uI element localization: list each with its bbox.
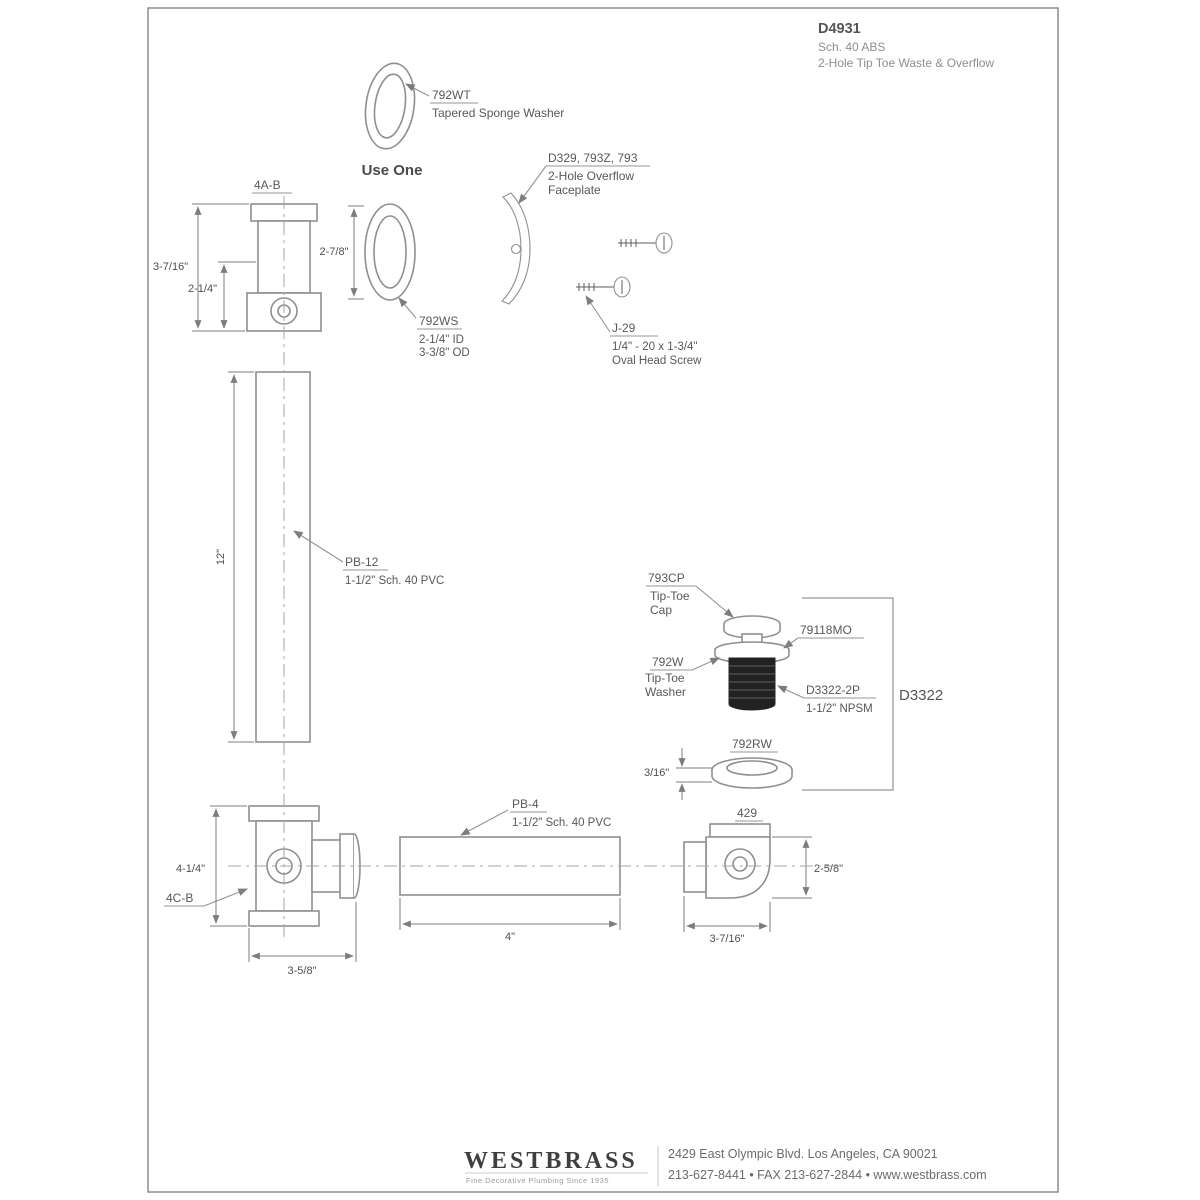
- drain-body-label: D3322-2P 1-1/2" NPSM: [777, 683, 876, 715]
- sponge-washer-drawing: [364, 62, 416, 150]
- overflow-washer-label: 792WS 2-1/4" ID 3-3/8" OD: [398, 297, 470, 359]
- drain-body-spec: 1-1/2" NPSM: [806, 703, 873, 715]
- sponge-washer-code: 792WT: [432, 88, 471, 102]
- rubber-washer-dim: 3/16": [644, 767, 669, 779]
- screw-code: J-29: [612, 321, 636, 335]
- rubber-washer-label: 792RW: [730, 737, 778, 753]
- rubber-washer-code: 792RW: [732, 737, 772, 751]
- pipe-4-spec: 1-1/2" Sch. 40 PVC: [512, 817, 611, 829]
- sponge-washer-label: 792WT Tapered Sponge Washer: [405, 83, 564, 120]
- overflow-washer-od: 3-3/8" OD: [419, 347, 470, 359]
- stopper-code: 79118MO: [800, 623, 852, 637]
- page-border: [147, 7, 1059, 1193]
- drain-body-drawing: [728, 657, 776, 711]
- waste-elbow-width-dim: 3-7/16": [709, 933, 744, 945]
- tiptoe-cap-name-1: Tip-Toe: [650, 589, 690, 603]
- faceplate-name-1: 2-Hole Overflow: [548, 169, 634, 183]
- tiptoe-washer-name-2: Washer: [645, 685, 686, 699]
- waste-elbow-drawing: [683, 823, 771, 899]
- pipe-12-spec: 1-1/2" Sch. 40 PVC: [345, 575, 444, 587]
- overflow-washer-drawing: [364, 203, 416, 301]
- use-one-note: Use One: [362, 162, 423, 179]
- pipe-12-label: PB-12 1-1/2" Sch. 40 PVC: [293, 530, 444, 587]
- brand-tagline: Fine Decorative Plumbing Since 1935: [466, 1176, 609, 1185]
- overflow-washer-id: 2-1/4" ID: [419, 334, 464, 346]
- overflow-elbow-height-dim: 3-7/16": [153, 261, 188, 273]
- tiptoe-washer-name-1: Tip-Toe: [645, 671, 685, 685]
- waste-elbow-height-dim: 2-5/8": [814, 863, 843, 875]
- pipe-4-code: PB-4: [512, 797, 539, 811]
- tee-label: 4C-B: [164, 888, 248, 907]
- drain-assembly-bracket: D3322: [802, 597, 943, 791]
- tee-height-dim: 4-1/4": [176, 863, 205, 875]
- sponge-washer-name: Tapered Sponge Washer: [432, 106, 564, 120]
- pipe-12-dimension: 12": [215, 371, 254, 743]
- waste-elbow-code: 429: [737, 806, 757, 820]
- tee-code: 4C-B: [166, 891, 193, 905]
- waste-elbow-dimensions: 2-5/8" 3-7/16": [683, 836, 843, 945]
- pipe-4-label: PB-4 1-1/2" Sch. 40 PVC: [460, 797, 611, 836]
- faceplate-codes: D329, 793Z, 793: [548, 151, 638, 165]
- faceplate-drawing: [501, 192, 531, 305]
- faceplate-label: D329, 793Z, 793 2-Hole Overflow Faceplat…: [518, 151, 650, 204]
- model-description: 2-Hole Tip Toe Waste & Overflow: [818, 56, 994, 70]
- tee-dimensions: 4-1/4" 3-5/8": [176, 805, 357, 977]
- title-block: D4931 Sch. 40 ABS 2-Hole Tip Toe Waste &…: [818, 21, 994, 70]
- screw-spec: 1/4" - 20 x 1-3/4": [612, 341, 698, 353]
- pipe-12-dim: 12": [215, 549, 227, 565]
- pipe-4-dim: 4": [505, 931, 515, 943]
- stopper-label: 79118MO: [783, 623, 864, 649]
- overflow-elbow-lower-dim: 2-1/4": [188, 283, 217, 295]
- screw-label: J-29 1/4" - 20 x 1-3/4" Oval Head Screw: [585, 295, 702, 367]
- overflow-washer-code: 792WS: [419, 314, 458, 328]
- footer: WESTBRASS Fine Decorative Plumbing Since…: [464, 1146, 987, 1186]
- model-spec: Sch. 40 ABS: [818, 40, 885, 54]
- tiptoe-cap-label: 793CP Tip-Toe Cap: [646, 571, 734, 618]
- waste-elbow-label: 429: [735, 806, 763, 822]
- tiptoe-cap-name-2: Cap: [650, 603, 672, 617]
- tee-width-dim: 3-5/8": [288, 965, 317, 977]
- screw-drawing-2: [576, 276, 631, 298]
- tiptoe-washer-code: 792W: [652, 655, 684, 669]
- rubber-washer-drawing: [711, 757, 793, 789]
- pipe-12-code: PB-12: [345, 555, 379, 569]
- brand-logo: WESTBRASS: [464, 1148, 638, 1174]
- overflow-elbow-label: 4A-B: [252, 178, 292, 194]
- rubber-washer-dimension: 3/16": [644, 748, 712, 800]
- footer-address: 2429 East Olympic Blvd. Los Angeles, CA …: [668, 1147, 938, 1161]
- overflow-washer-dimension: 2-7/8": [320, 205, 364, 300]
- screw-drawing-1: [618, 232, 673, 254]
- tiptoe-cap-code: 793CP: [648, 571, 685, 585]
- drain-body-code: D3322-2P: [806, 683, 860, 697]
- footer-contact: 213-627-8441 • FAX 213-627-2844 • www.we…: [668, 1168, 987, 1182]
- overflow-elbow-code: 4A-B: [254, 178, 281, 192]
- overflow-elbow-dimensions: 3-7/16" 2-1/4": [153, 203, 256, 332]
- pipe-12-drawing: [255, 371, 311, 743]
- model-number: D4931: [818, 21, 861, 37]
- pipe-4-dimension: 4": [399, 898, 621, 943]
- screw-name: Oval Head Screw: [612, 355, 702, 367]
- faceplate-name-2: Faceplate: [548, 183, 601, 197]
- drain-assembly-code: D3322: [899, 687, 943, 704]
- overflow-washer-dim: 2-7/8": [320, 246, 349, 258]
- tiptoe-washer-label: 792W Tip-Toe Washer: [645, 655, 720, 699]
